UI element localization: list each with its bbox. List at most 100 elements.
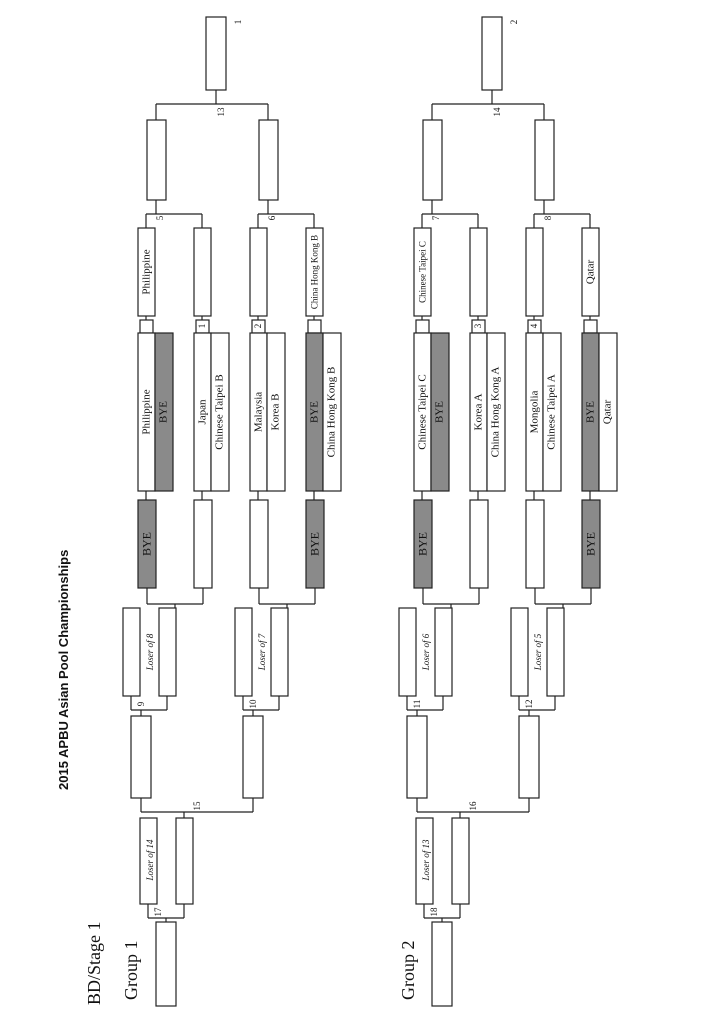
loser-of-label: Loser of 7 <box>257 633 267 671</box>
winners-final-box <box>205 16 227 91</box>
team-name: Philippine <box>141 389 153 434</box>
advance-team-name: China Hong Kong B <box>310 235 320 309</box>
losers-entry-name: BYE <box>416 532 430 556</box>
losers-entry-name: BYE <box>308 532 322 556</box>
final-position-number: 1 <box>233 20 243 25</box>
team-name: China Hong Kong B <box>326 367 338 458</box>
team-slot <box>322 332 342 492</box>
playoff-box <box>451 817 470 905</box>
playoff-winner-box <box>431 921 453 1007</box>
match-number: 14 <box>492 107 502 117</box>
match-number: 16 <box>468 801 478 811</box>
team-name: Chinese Taipei C <box>417 374 429 449</box>
losers-winner-box <box>406 715 428 799</box>
match-number: 5 <box>155 215 165 220</box>
playoff-box <box>175 817 194 905</box>
match-number: 15 <box>192 801 202 811</box>
match-number: 8 <box>543 215 553 220</box>
playoff-winner-box <box>155 921 177 1007</box>
winners-final-box <box>481 16 503 91</box>
semifinal-box <box>146 119 167 201</box>
team-name: Malaysia <box>253 392 265 432</box>
match-number-tab <box>415 319 430 334</box>
losers-winner-box <box>518 715 540 799</box>
stage-label: BD/Stage 1 <box>84 922 104 1006</box>
loser-dropin-box <box>434 607 453 697</box>
team-name: Mongolia <box>529 390 541 433</box>
losers-winner-box <box>130 715 152 799</box>
document-title: 2015 APBU Asian Pool Championships <box>56 550 71 790</box>
team-name: China Hong Kong A <box>490 367 502 458</box>
match-number: 12 <box>524 700 534 709</box>
loser-of-label: Loser of 8 <box>145 633 155 671</box>
team-slot <box>542 332 562 492</box>
loser-dropin-box <box>546 607 565 697</box>
team-slot <box>266 332 286 492</box>
group-2-label: Group 2 <box>398 941 418 1001</box>
team-name: BYE <box>158 401 170 423</box>
advance-team-name: Chinese Taipei C <box>418 241 428 303</box>
match-number: 1 <box>197 324 207 329</box>
match-number: 3 <box>473 323 483 328</box>
loser-of-label: Loser of 13 <box>421 839 431 882</box>
team-slot <box>486 332 506 492</box>
losers-entry-slot <box>193 499 213 589</box>
match-number: 10 <box>248 699 258 709</box>
team-name: Korea A <box>473 393 485 430</box>
match-number: 7 <box>431 215 441 220</box>
team-name: Chinese Taipei B <box>214 374 226 449</box>
semifinal-box <box>534 119 555 201</box>
group-1-label: Group 1 <box>121 941 141 1001</box>
losers-round-box <box>510 607 529 697</box>
losers-round-box <box>398 607 417 697</box>
advance-box <box>469 227 488 317</box>
semifinal-box <box>422 119 443 201</box>
team-name: Korea B <box>270 394 282 431</box>
match-number-tab <box>307 319 322 334</box>
semifinal-box <box>258 119 279 201</box>
advance-box <box>525 227 544 317</box>
losers-entry-name: BYE <box>584 532 598 556</box>
match-number-tab <box>139 319 154 334</box>
loser-of-label: Loser of 5 <box>533 633 543 671</box>
losers-entry-slot <box>469 499 489 589</box>
team-name: BYE <box>309 401 321 423</box>
team-name: Chinese Taipei A <box>546 374 558 449</box>
losers-entry-name: BYE <box>140 532 154 556</box>
advance-box <box>193 227 212 317</box>
match-number: 17 <box>153 907 163 917</box>
match-number: 2 <box>253 324 263 329</box>
team-name: Japan <box>197 399 209 425</box>
losers-round-box <box>234 607 253 697</box>
match-number: 4 <box>529 323 539 328</box>
advance-team-name: Qatar <box>585 259 597 284</box>
match-number: 9 <box>136 701 146 706</box>
loser-of-label: Loser of 6 <box>421 633 431 671</box>
match-number: 11 <box>412 700 422 709</box>
loser-of-label: Loser of 14 <box>145 839 155 882</box>
bye-slot <box>430 332 450 492</box>
match-number: 6 <box>267 215 277 220</box>
match-number: 13 <box>216 107 226 117</box>
losers-entry-slot <box>249 499 269 589</box>
losers-round-box <box>122 607 141 697</box>
team-slot <box>598 332 618 492</box>
team-name: Qatar <box>602 399 614 424</box>
losers-entry-slot <box>525 499 545 589</box>
match-number-tab <box>583 319 598 334</box>
losers-winner-box <box>242 715 264 799</box>
final-position-number: 2 <box>509 20 519 25</box>
bye-slot <box>154 332 174 492</box>
advance-team-name: Philippine <box>141 249 153 294</box>
team-slot <box>210 332 230 492</box>
team-name: BYE <box>585 401 597 423</box>
loser-dropin-box <box>158 607 177 697</box>
match-number: 18 <box>429 907 439 917</box>
loser-dropin-box <box>270 607 289 697</box>
team-name: BYE <box>434 401 446 423</box>
advance-box <box>249 227 268 317</box>
